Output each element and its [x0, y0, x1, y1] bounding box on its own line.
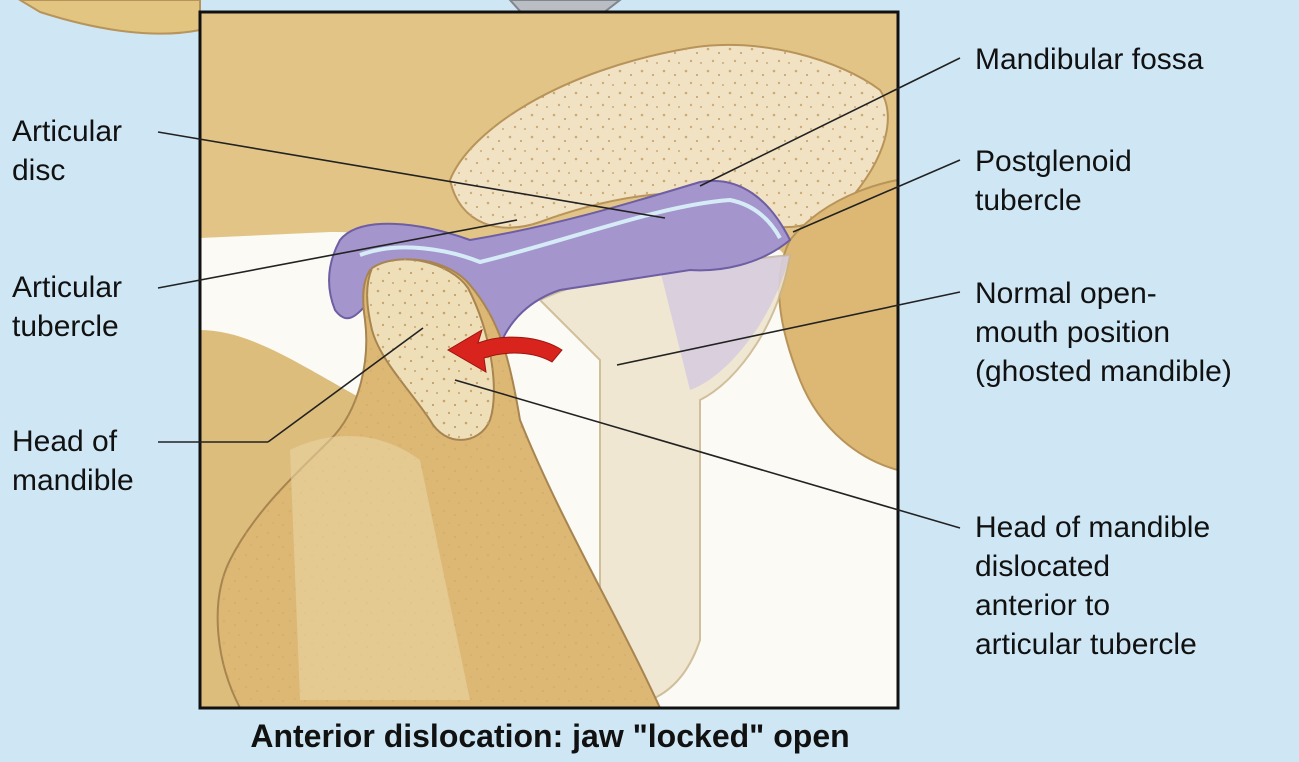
label-mandibular-fossa: Mandibular fossa — [975, 40, 1203, 79]
label-head-of-mandible: Head of mandible — [12, 422, 134, 500]
label-articular-disc: Articular disc — [12, 112, 122, 190]
label-articular-tubercle: Articular tubercle — [12, 268, 122, 346]
label-postglenoid-tubercle: Postglenoid tubercle — [975, 142, 1132, 220]
label-head-dislocated: Head of mandible dislocated anterior to … — [975, 508, 1210, 664]
upper-skull-bone — [20, 0, 200, 34]
label-normal-open-mouth: Normal open- mouth position (ghosted man… — [975, 274, 1232, 391]
figure-caption: Anterior dislocation: jaw "locked" open — [200, 716, 900, 756]
